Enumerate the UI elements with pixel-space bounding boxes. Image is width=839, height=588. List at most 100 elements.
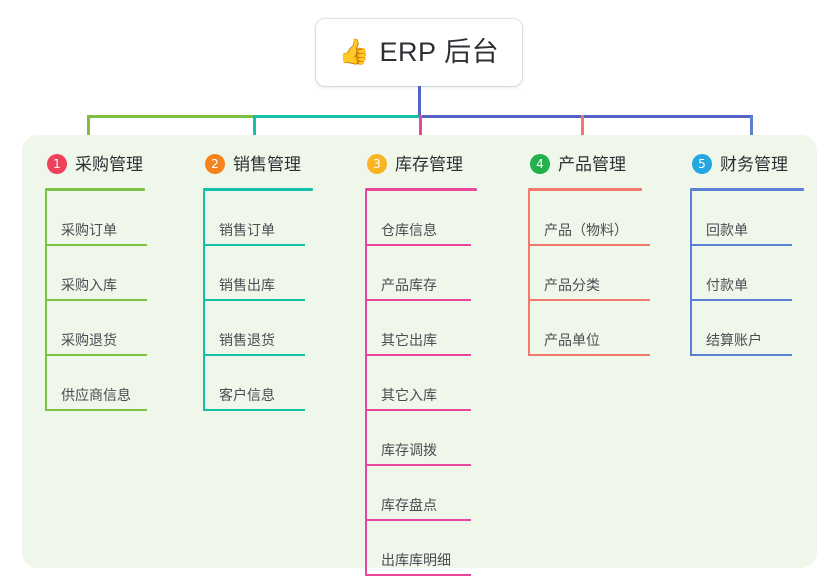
- leaf-item-underline: [45, 354, 147, 356]
- branch-index-badge: 5: [692, 154, 712, 174]
- branch-spine-line: [365, 191, 367, 576]
- branch-underline: [365, 188, 477, 191]
- leaf-item[interactable]: 结算账户: [690, 301, 792, 356]
- branch-underline: [45, 188, 145, 191]
- leaf-item-underline: [690, 244, 792, 246]
- leaf-item-label: 出库库明细: [381, 552, 451, 568]
- leaf-item-label: 库存盘点: [381, 497, 437, 513]
- leaf-item-underline: [365, 519, 471, 521]
- leaf-item-label: 采购订单: [61, 222, 117, 238]
- branch-title: 销售管理: [233, 154, 301, 174]
- leaf-item-underline: [690, 354, 792, 356]
- leaf-item[interactable]: 销售退货: [203, 301, 305, 356]
- leaf-item[interactable]: 采购入库: [45, 246, 147, 301]
- leaf-item-underline: [203, 299, 305, 301]
- leaf-item[interactable]: 付款单: [690, 246, 792, 301]
- leaf-item[interactable]: 产品分类: [528, 246, 650, 301]
- branch-index-badge: 4: [530, 154, 550, 174]
- leaf-item-underline: [45, 409, 147, 411]
- leaf-item-underline: [528, 299, 650, 301]
- branch-title: 采购管理: [75, 154, 143, 174]
- leaf-item[interactable]: 产品库存: [365, 246, 471, 301]
- leaf-item[interactable]: 其它出库: [365, 301, 471, 356]
- leaf-item-underline: [365, 354, 471, 356]
- bus-segment-green: [87, 115, 254, 118]
- thumbs-up-emoji: 👍: [338, 38, 371, 66]
- branch-title: 库存管理: [395, 154, 463, 174]
- bus-segment-teal: [253, 115, 420, 118]
- branch-header-2[interactable]: 2 销售管理: [203, 145, 313, 191]
- leaf-item-underline: [365, 464, 471, 466]
- branch-leaf-list: 销售订单销售出库销售退货客户信息: [203, 191, 305, 411]
- branch-column-2: 2 销售管理销售订单销售出库销售退货客户信息: [203, 145, 313, 411]
- leaf-item-label: 销售订单: [219, 222, 275, 238]
- leaf-item[interactable]: 其它入库: [365, 356, 471, 411]
- leaf-item-label: 产品分类: [544, 277, 600, 293]
- leaf-item[interactable]: 客户信息: [203, 356, 305, 411]
- leaf-item-label: 产品单位: [544, 332, 600, 348]
- leaf-item-label: 仓库信息: [381, 222, 437, 238]
- leaf-item-label: 产品库存: [381, 277, 437, 293]
- leaf-item-underline: [203, 244, 305, 246]
- branch-spine-line: [528, 191, 530, 356]
- leaf-item[interactable]: 仓库信息: [365, 191, 471, 246]
- branch-leaf-list: 产品（物料） 产品分类产品单位: [528, 191, 650, 356]
- branch-leaf-list: 仓库信息产品库存其它出库其它入库库存调拨库存盘点出库库明细: [365, 191, 471, 576]
- branch-header-row: 3 库存管理: [365, 145, 477, 183]
- leaf-item-label: 销售退货: [219, 332, 275, 348]
- leaf-item-underline: [365, 299, 471, 301]
- leaf-item-label: 库存调拨: [381, 442, 437, 458]
- branch-index-badge: 2: [205, 154, 225, 174]
- leaf-item[interactable]: 销售出库: [203, 246, 305, 301]
- branch-spine-line: [203, 191, 205, 411]
- leaf-item-underline: [365, 574, 471, 576]
- leaf-item[interactable]: 供应商信息: [45, 356, 147, 411]
- leaf-item-label: 付款单: [706, 277, 748, 293]
- branch-leaf-list: 回款单付款单结算账户: [690, 191, 792, 356]
- branch-underline: [203, 188, 313, 191]
- leaf-item-underline: [690, 299, 792, 301]
- leaf-item[interactable]: 销售订单: [203, 191, 305, 246]
- branch-header-3[interactable]: 3 库存管理: [365, 145, 477, 191]
- leaf-item-label: 采购退货: [61, 332, 117, 348]
- leaf-item-label: 采购入库: [61, 277, 117, 293]
- root-node-card[interactable]: 👍 ERP 后台: [316, 19, 522, 86]
- leaf-item[interactable]: 采购订单: [45, 191, 147, 246]
- branch-column-5: 5 财务管理回款单付款单结算账户: [690, 145, 804, 356]
- branch-spine-line: [45, 191, 47, 411]
- leaf-item-underline: [528, 244, 650, 246]
- branch-spine-line: [690, 191, 692, 356]
- leaf-item-label: 销售出库: [219, 277, 275, 293]
- root-node-title: ERP 后台: [379, 37, 500, 67]
- leaf-item-label: 结算账户: [706, 332, 762, 348]
- bus-segment-violet: [419, 115, 751, 118]
- leaf-item-label: 客户信息: [219, 387, 275, 403]
- leaf-item-underline: [203, 409, 305, 411]
- branch-underline: [528, 188, 642, 191]
- leaf-item[interactable]: 出库库明细: [365, 521, 471, 576]
- branch-header-5[interactable]: 5 财务管理: [690, 145, 804, 191]
- leaf-item[interactable]: 产品单位: [528, 301, 650, 356]
- branch-underline: [690, 188, 804, 191]
- branch-index-badge: 3: [367, 154, 387, 174]
- leaf-item-underline: [45, 299, 147, 301]
- branch-column-3: 3 库存管理仓库信息产品库存其它出库其它入库库存调拨库存盘点出库库明细: [365, 145, 477, 576]
- leaf-item-label: 供应商信息: [61, 387, 131, 403]
- trunk-line: [418, 86, 421, 117]
- leaf-item-underline: [365, 244, 471, 246]
- leaf-item-label: 产品（物料）: [544, 222, 628, 238]
- leaf-item[interactable]: 产品（物料）: [528, 191, 650, 246]
- branch-title: 财务管理: [720, 154, 788, 174]
- leaf-item[interactable]: 回款单: [690, 191, 792, 246]
- leaf-item[interactable]: 采购退货: [45, 301, 147, 356]
- leaf-item[interactable]: 库存盘点: [365, 466, 471, 521]
- leaf-item[interactable]: 库存调拨: [365, 411, 471, 466]
